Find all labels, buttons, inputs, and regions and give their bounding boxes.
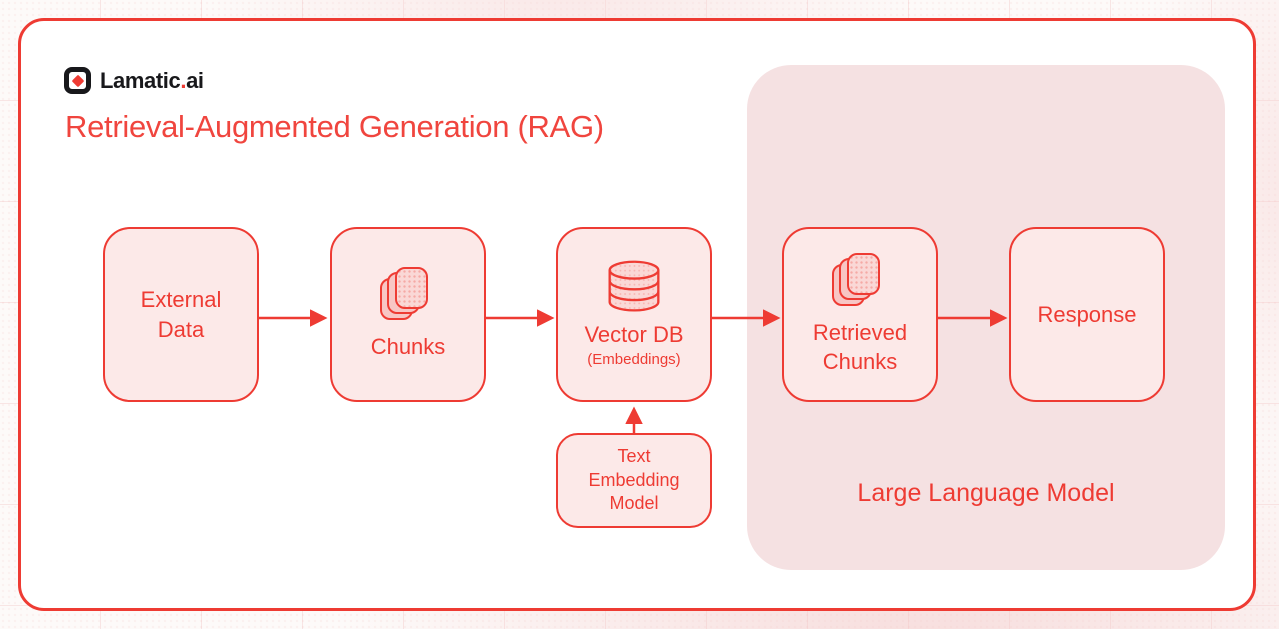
node-label: Chunks bbox=[370, 334, 446, 360]
lamatic-logo-icon bbox=[64, 67, 91, 94]
node-chunks: Chunks bbox=[330, 227, 486, 402]
node-external-data: External Data bbox=[103, 227, 259, 402]
node-label: Vector DB bbox=[584, 322, 684, 348]
logo-dot: . bbox=[180, 67, 187, 93]
logo-text: Lamatic.ai bbox=[100, 68, 204, 94]
node-retrieved-chunks: Retrieved Chunks bbox=[782, 227, 938, 402]
node-sublabel: (Embeddings) bbox=[587, 351, 681, 369]
node-text-embedding-model: Text Embedding Model bbox=[556, 433, 712, 528]
page-title: Retrieval-Augmented Generation (RAG) bbox=[65, 109, 604, 144]
node-label: Retrieved Chunks bbox=[812, 319, 908, 374]
logo-suffix: ai bbox=[186, 67, 204, 93]
main-card: Lamatic.ai Retrieval-Augmented Generatio… bbox=[18, 18, 1256, 611]
chunks-icon bbox=[379, 267, 437, 322]
diamond-icon bbox=[71, 74, 84, 87]
node-label: Response bbox=[1037, 301, 1137, 327]
node-label: External Data bbox=[140, 287, 222, 342]
node-vector-db: Vector DB (Embeddings) bbox=[556, 227, 712, 402]
node-label: Text Embedding Model bbox=[588, 446, 680, 514]
chunks-icon bbox=[831, 252, 889, 308]
llm-label: Large Language Model bbox=[857, 479, 1115, 507]
node-response: Response bbox=[1009, 227, 1165, 402]
lamatic-logo: Lamatic.ai bbox=[64, 67, 204, 94]
logo-brand: Lamatic bbox=[100, 67, 181, 93]
database-icon bbox=[608, 260, 660, 312]
